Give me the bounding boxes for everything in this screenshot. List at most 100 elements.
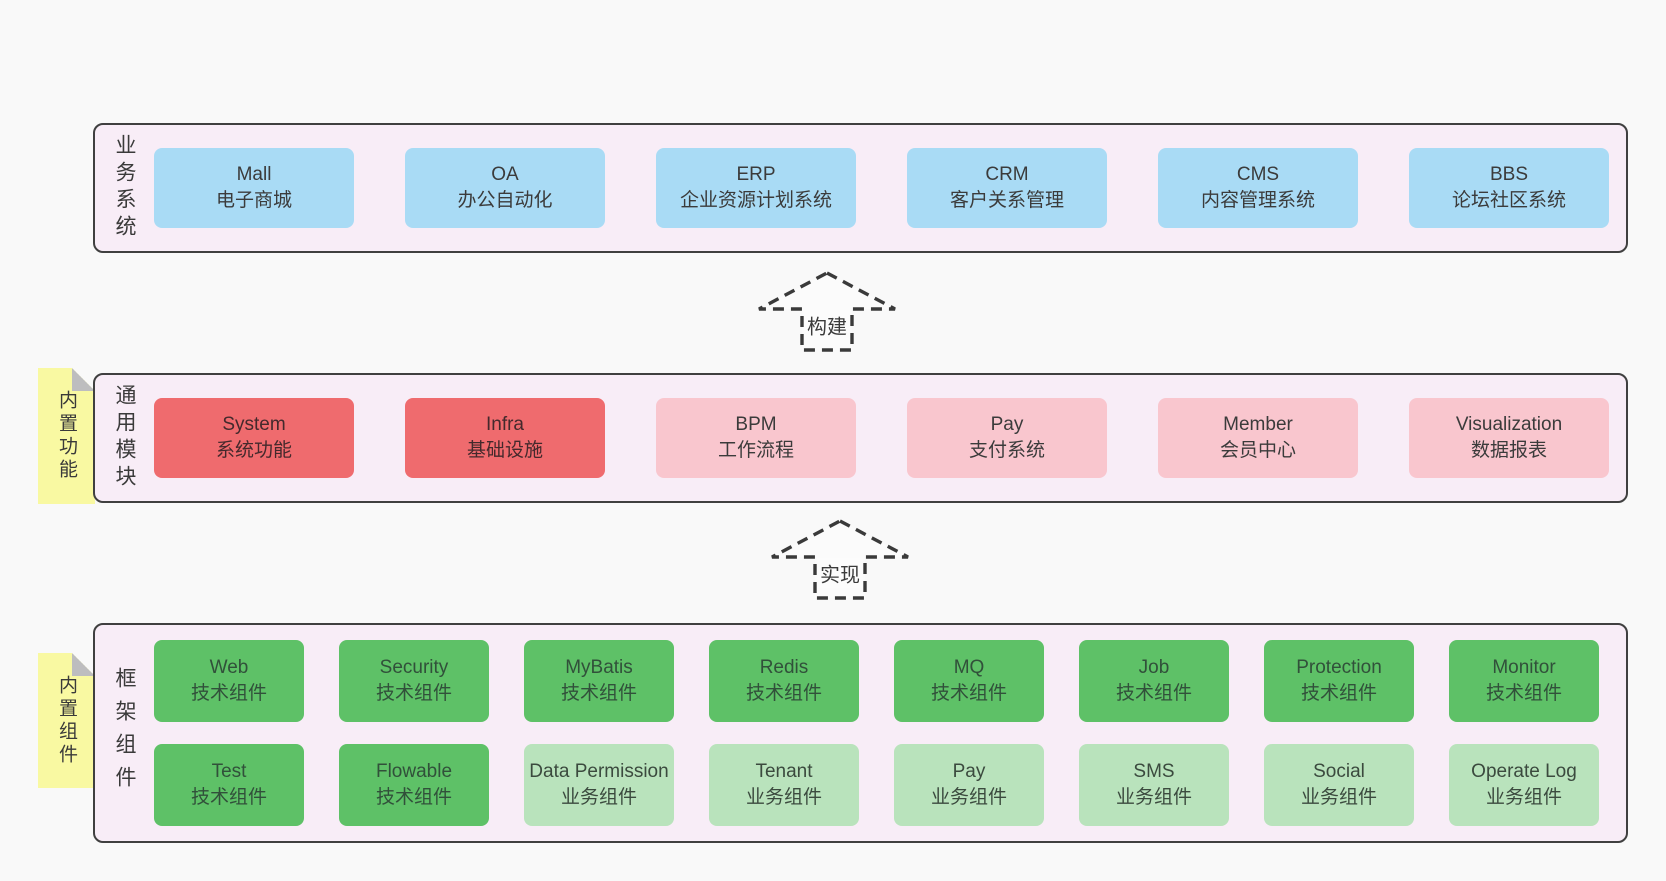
- box-data-permission: Data Permission 业务组件: [524, 744, 674, 826]
- box-title: Mall: [236, 164, 272, 185]
- sticky-note-built-in-components: 内置组件: [38, 653, 95, 788]
- arrow-implement: 实现: [770, 519, 910, 601]
- box-subtitle: 技术组件: [375, 787, 452, 808]
- box-pay: Pay 支付系统: [907, 398, 1107, 478]
- box-bpm: BPM 工作流程: [656, 398, 856, 478]
- box-title: CRM: [985, 164, 1029, 185]
- box-subtitle: 会员中心: [1219, 440, 1296, 461]
- box-subtitle: 工作流程: [717, 440, 794, 461]
- arrow-label: 实现: [817, 558, 863, 588]
- note-fold-icon: [72, 653, 95, 676]
- biz-components-row: Test 技术组件 Flowable 技术组件 Data Permission …: [154, 744, 1626, 826]
- box-subtitle: 数据报表: [1470, 440, 1547, 461]
- box-cms: CMS 内容管理系统: [1158, 148, 1358, 228]
- box-security: Security 技术组件: [339, 640, 489, 722]
- box-subtitle: 技术组件: [375, 683, 452, 704]
- business-systems-row: Mall 电子商城 OA 办公自动化 ERP 企业资源计划系统 CRM 客户关系…: [154, 125, 1626, 251]
- box-subtitle: 技术组件: [745, 683, 822, 704]
- box-title: Operate Log: [1471, 761, 1577, 782]
- box-subtitle: 客户关系管理: [949, 190, 1064, 211]
- section-label-column: 通用模块: [95, 375, 154, 501]
- box-subtitle: 技术组件: [190, 683, 267, 704]
- sticky-note-built-in-features: 内置功能: [38, 368, 95, 504]
- box-member: Member 会员中心: [1158, 398, 1358, 478]
- box-subtitle: 电子商城: [215, 190, 292, 211]
- note-label: 内置功能: [56, 390, 77, 482]
- box-title: Social: [1313, 761, 1365, 782]
- box-web: Web 技术组件: [154, 640, 304, 722]
- arrow-label: 构建: [804, 310, 850, 340]
- box-redis: Redis 技术组件: [709, 640, 859, 722]
- section-business-systems: 业务系统 Mall 电子商城 OA 办公自动化 ERP 企业资源计划系统 CRM…: [93, 123, 1628, 253]
- box-title: OA: [491, 164, 519, 185]
- box-title: Infra: [485, 414, 525, 435]
- box-subtitle: 办公自动化: [457, 190, 553, 211]
- box-mybatis: MyBatis 技术组件: [524, 640, 674, 722]
- box-title: BBS: [1489, 164, 1529, 185]
- box-title: Pay: [990, 414, 1024, 435]
- box-protection: Protection 技术组件: [1264, 640, 1414, 722]
- note-label: 内置组件: [56, 674, 77, 767]
- box-subtitle: 内容管理系统: [1200, 190, 1315, 211]
- section-title: 业务系统: [113, 134, 137, 242]
- box-title: Test: [211, 761, 247, 782]
- box-title: Visualization: [1455, 414, 1563, 435]
- box-tenant: Tenant 业务组件: [709, 744, 859, 826]
- box-subtitle: 论坛社区系统: [1451, 190, 1566, 211]
- box-title: SMS: [1133, 761, 1175, 782]
- box-title: System: [222, 414, 286, 435]
- box-title: ERP: [736, 164, 776, 185]
- box-subtitle: 基础设施: [466, 440, 543, 461]
- box-title: CMS: [1236, 164, 1280, 185]
- section-title: 通用模块: [113, 384, 137, 492]
- section-label-column: 框架组件: [95, 625, 154, 841]
- box-title: Job: [1138, 657, 1170, 678]
- box-subtitle: 系统功能: [215, 440, 292, 461]
- box-infra: Infra 基础设施: [405, 398, 605, 478]
- box-monitor: Monitor 技术组件: [1449, 640, 1599, 722]
- box-mq: MQ 技术组件: [894, 640, 1044, 722]
- box-mall: Mall 电子商城: [154, 148, 354, 228]
- box-title: MQ: [953, 657, 985, 678]
- box-title: Pay: [952, 761, 986, 782]
- box-subtitle: 业务组件: [560, 787, 637, 808]
- section-title: 框架组件: [113, 667, 137, 799]
- box-visualization: Visualization 数据报表: [1409, 398, 1609, 478]
- box-erp: ERP 企业资源计划系统: [656, 148, 856, 228]
- box-subtitle: 业务组件: [930, 787, 1007, 808]
- box-title: MyBatis: [565, 657, 633, 678]
- box-title: Security: [379, 657, 449, 678]
- box-sms: SMS 业务组件: [1079, 744, 1229, 826]
- box-title: Tenant: [755, 761, 813, 782]
- box-subtitle: 技术组件: [190, 787, 267, 808]
- box-title: Monitor: [1492, 657, 1556, 678]
- box-subtitle: 企业资源计划系统: [679, 190, 832, 211]
- box-title: Member: [1223, 414, 1293, 435]
- box-subtitle: 业务组件: [745, 787, 822, 808]
- tech-components-row: Web 技术组件 Security 技术组件 MyBatis 技术组件 Redi…: [154, 640, 1626, 722]
- box-operate-log: Operate Log 业务组件: [1449, 744, 1599, 826]
- box-crm: CRM 客户关系管理: [907, 148, 1107, 228]
- box-subtitle: 业务组件: [1115, 787, 1192, 808]
- box-subtitle: 支付系统: [968, 440, 1045, 461]
- box-test: Test 技术组件: [154, 744, 304, 826]
- box-subtitle: 技术组件: [1300, 683, 1377, 704]
- box-title: Flowable: [375, 761, 453, 782]
- section-label-column: 业务系统: [95, 125, 154, 251]
- section-framework-components: 框架组件 Web 技术组件 Security 技术组件 MyBatis 技术组件…: [93, 623, 1628, 843]
- box-subtitle: 技术组件: [560, 683, 637, 704]
- box-bbs: BBS 论坛社区系统: [1409, 148, 1609, 228]
- box-pay-biz: Pay 业务组件: [894, 744, 1044, 826]
- box-job: Job 技术组件: [1079, 640, 1229, 722]
- note-fold-icon: [72, 368, 95, 391]
- box-oa: OA 办公自动化: [405, 148, 605, 228]
- arrow-build: 构建: [757, 271, 897, 353]
- box-title: Protection: [1296, 657, 1382, 678]
- framework-components-rows: Web 技术组件 Security 技术组件 MyBatis 技术组件 Redi…: [154, 625, 1626, 841]
- box-subtitle: 技术组件: [1485, 683, 1562, 704]
- common-modules-row: System 系统功能 Infra 基础设施 BPM 工作流程 Pay 支付系统…: [154, 375, 1626, 501]
- box-system: System 系统功能: [154, 398, 354, 478]
- box-flowable: Flowable 技术组件: [339, 744, 489, 826]
- box-title: Data Permission: [529, 761, 669, 782]
